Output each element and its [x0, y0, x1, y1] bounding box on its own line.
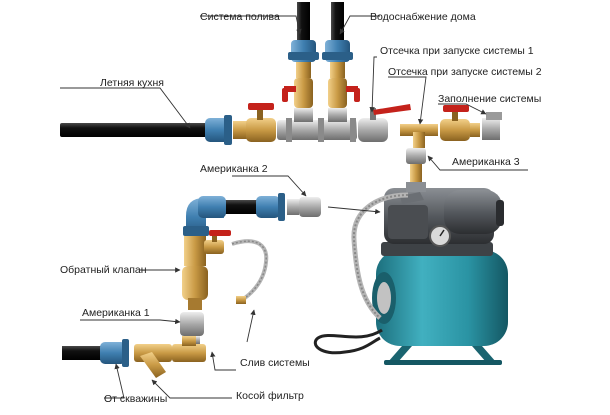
leader-from-well — [104, 363, 125, 399]
label-union-3: Американка 3 — [452, 156, 520, 168]
summer-kitchen-valve — [233, 103, 276, 142]
label-check-valve: Обратный клапан — [60, 264, 147, 276]
leader-y-filter — [151, 379, 232, 399]
power-cable — [313, 328, 383, 355]
leader-summer-kitchen — [60, 87, 191, 129]
label-summer-kitchen: Летняя кухня — [100, 77, 164, 89]
leader-irrigation — [200, 15, 302, 35]
tee-drain-valve — [184, 230, 231, 266]
leader-pump — [327, 206, 381, 215]
label-union-1: Американка 1 — [82, 307, 150, 319]
pump-unit — [381, 182, 504, 256]
y-filter — [134, 344, 172, 378]
pressure-tank — [372, 250, 508, 365]
label-cutoff-1: Отсечка при запуске системы 1 — [380, 45, 534, 57]
leader-filling — [438, 103, 487, 115]
union-2-line — [222, 193, 321, 221]
label-cutoff-2: Отсечка при запуске системы 2 — [388, 66, 542, 78]
check-valve — [182, 266, 208, 310]
brass-tee-bottom — [172, 336, 206, 362]
union-3-fitting — [406, 148, 426, 182]
tee-fittings — [277, 108, 357, 142]
cutoff-valve-2-tee — [400, 124, 438, 148]
elbow-fitting — [183, 196, 226, 236]
drain-hose — [231, 239, 269, 304]
leader-cutoff-1 — [369, 56, 377, 113]
leader-drain-to-tee — [210, 351, 236, 371]
leader-drain-hose — [246, 309, 256, 343]
filling-elbow — [482, 112, 502, 140]
braided-hose — [351, 192, 409, 320]
house-supply-valve — [328, 78, 360, 108]
label-house-supply: Водоснабжение дома — [370, 11, 476, 23]
irrigation-pipe — [288, 2, 319, 78]
leader-lines — [60, 15, 528, 399]
from-well-pipe — [62, 339, 129, 367]
cutoff-valve-1 — [358, 104, 411, 142]
label-irrigation: Система полива — [200, 11, 280, 23]
summer-kitchen-pipe — [60, 115, 232, 145]
label-from-well: От скважины — [104, 393, 168, 405]
leader-cutoff-2 — [388, 76, 427, 125]
leader-union-3 — [427, 155, 528, 171]
label-y-filter: Косой фильтр — [236, 390, 304, 402]
irrigation-valve — [282, 78, 313, 108]
leader-union-2 — [232, 175, 307, 197]
leader-house-supply — [339, 15, 380, 35]
label-drain: Слив системы — [240, 357, 310, 369]
label-union-2: Американка 2 — [200, 163, 268, 175]
house-supply-pipe — [322, 2, 353, 78]
leader-union-1 — [80, 318, 181, 325]
filling-valve — [440, 105, 480, 141]
label-filling: Заполнение системы — [438, 93, 542, 105]
